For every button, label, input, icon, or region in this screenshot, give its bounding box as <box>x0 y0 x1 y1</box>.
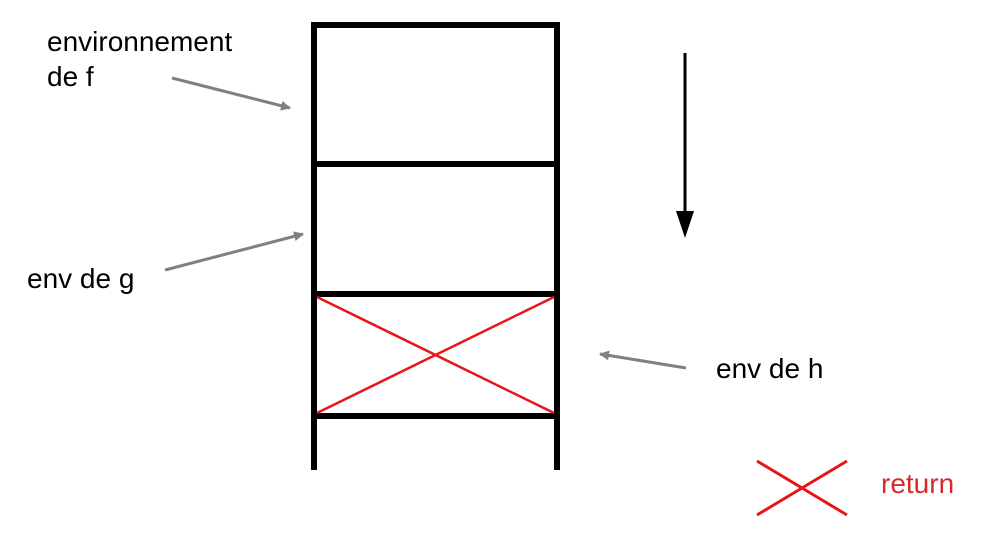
label-env-f-line1: environnement <box>47 26 233 57</box>
stack-growth-arrow <box>676 53 694 238</box>
stack <box>311 22 560 470</box>
label-env-h: env de h <box>716 353 824 384</box>
arrow-env-h <box>599 350 687 370</box>
legend-return-cross-icon <box>756 459 848 517</box>
legend-return-label: return <box>881 468 955 499</box>
popped-frame-cross <box>316 295 555 415</box>
arrow-env-g <box>164 231 304 272</box>
label-env-f-line2: de f <box>47 61 94 92</box>
arrow-env-f <box>171 76 291 111</box>
label-env-g: env de g <box>27 263 135 294</box>
